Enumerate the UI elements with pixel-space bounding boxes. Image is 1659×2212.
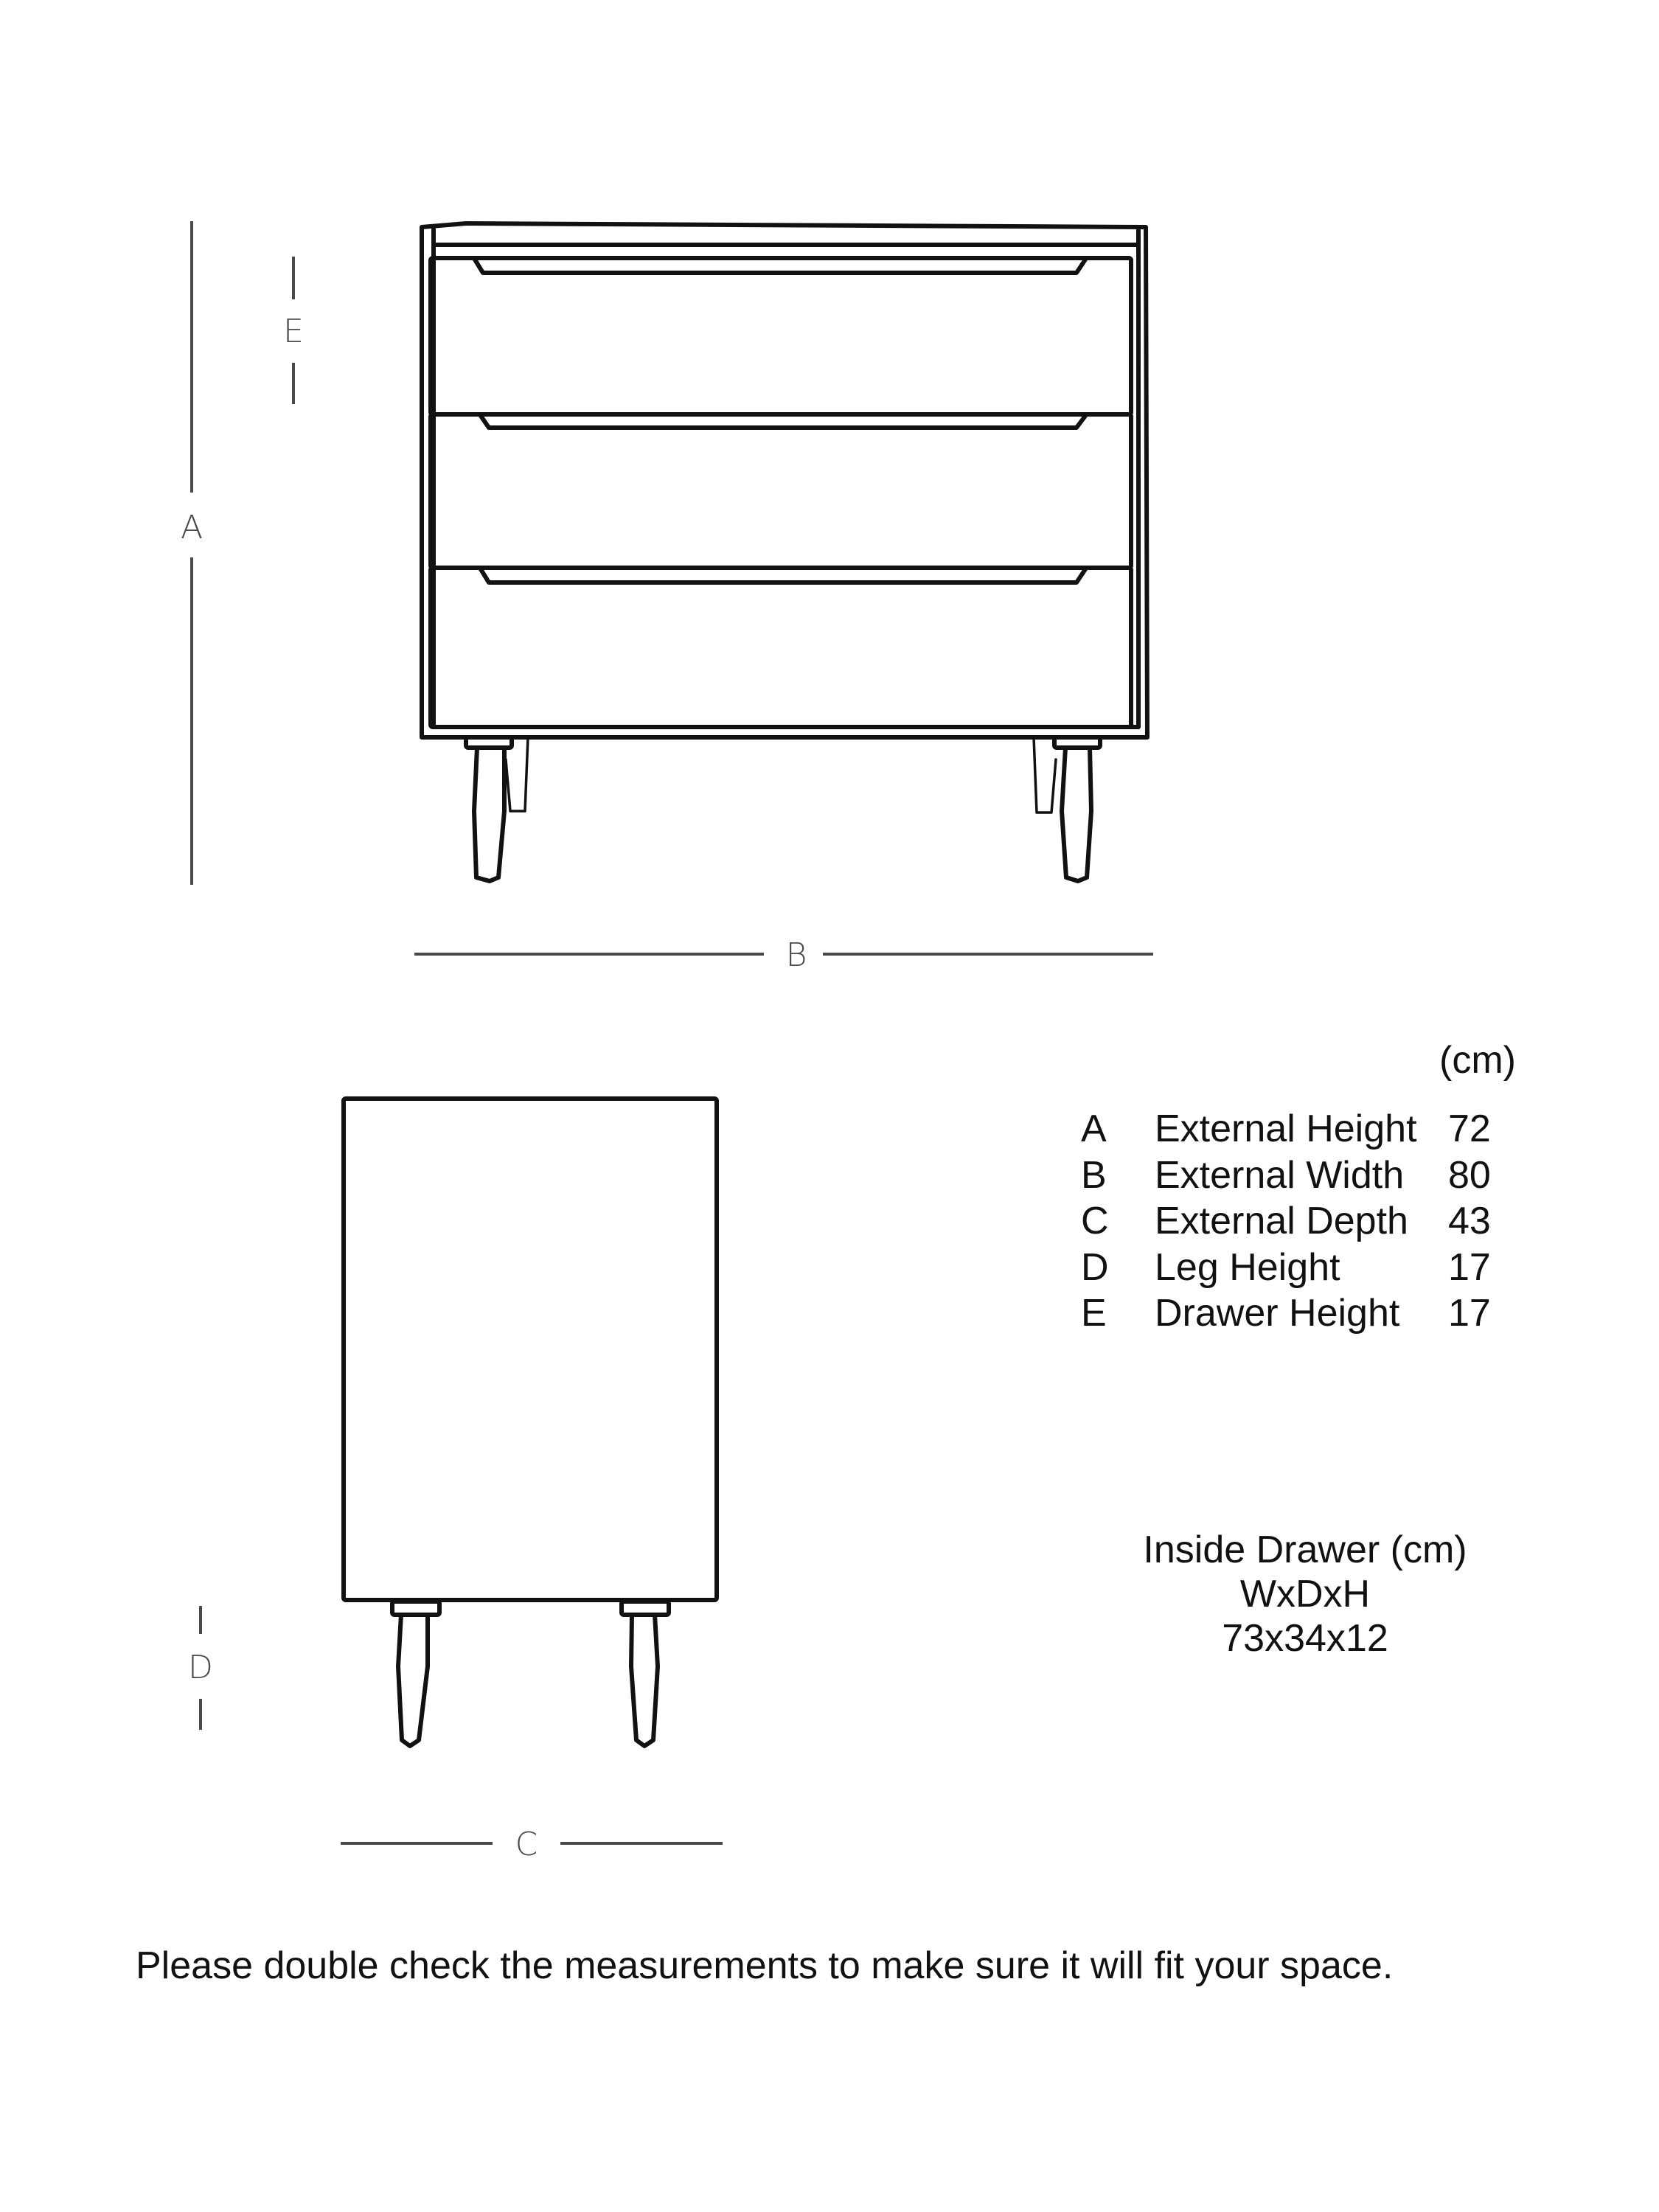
spec-letter: A [1081,1107,1107,1150]
inside-drawer-block: Inside Drawer (cm) WxDxH 73x34x12 [1121,1528,1489,1660]
dimension-label-c: C [515,1826,538,1863]
spec-name: External Height [1155,1107,1417,1150]
spec-value: 80 [1448,1153,1491,1197]
drawer-2-handle [479,414,1088,430]
spec-name: External Depth [1155,1200,1408,1242]
spec-value: 17 [1448,1245,1491,1289]
side-leg-cap-right [619,1599,671,1617]
drawer-2 [428,412,1133,570]
top-rail [431,226,1141,247]
drawer-3-handle [479,567,1088,585]
dimension-label-d: D [188,1649,213,1686]
spec-name: Leg Height [1155,1245,1340,1289]
spec-letter: B [1081,1153,1107,1197]
side-panel [341,1096,719,1602]
carcass-outline [420,221,1150,740]
leg-front-left [472,745,507,883]
drawer-1 [428,256,1133,417]
drawer-3 [428,566,1133,729]
side-leg-cap-left [390,1599,442,1617]
spec-value: 17 [1448,1292,1491,1335]
leg-back-left [504,736,529,813]
inside-drawer-title: Inside Drawer (cm) [1143,1528,1467,1571]
leg-cap-front-right [1052,735,1102,750]
leg-cap-front-left [464,735,514,750]
leg-back-right [1032,736,1057,814]
inside-drawer-values: 73x34x12 [1222,1617,1388,1660]
spec-row: D Leg Height 17 [1081,1245,1491,1291]
spec-row: A External Height 72 [1081,1106,1491,1152]
spec-letter: D [1081,1245,1109,1289]
spec-row: B External Width 80 [1081,1152,1491,1199]
dimension-label-b: B [785,936,807,974]
dimension-label-a: A [180,509,204,546]
spec-value: 72 [1448,1107,1491,1150]
leg-front-right [1060,745,1093,883]
side-leg-right [629,1613,660,1748]
side-leg-left [396,1613,430,1748]
side-view [341,1096,719,1748]
spec-name: Drawer Height [1155,1292,1400,1335]
spec-unit-label: (cm) [1439,1039,1516,1082]
spec-row: C External Depth 43 [1081,1198,1491,1245]
spec-letter: E [1081,1292,1107,1335]
front-view [420,221,1150,883]
spec-table: A External Height 72 B External Width 80… [1081,1106,1491,1337]
dimension-label-e: E [283,313,304,350]
spec-name: External Width [1155,1153,1405,1197]
inside-drawer-format: WxDxH [1239,1573,1371,1615]
drawer-1-handle [473,257,1088,275]
spec-value: 43 [1448,1200,1491,1242]
spec-row: E Drawer Height 17 [1081,1290,1491,1337]
spec-letter: C [1081,1200,1109,1242]
footer-note: Please double check the measurements to … [136,1944,1394,1987]
